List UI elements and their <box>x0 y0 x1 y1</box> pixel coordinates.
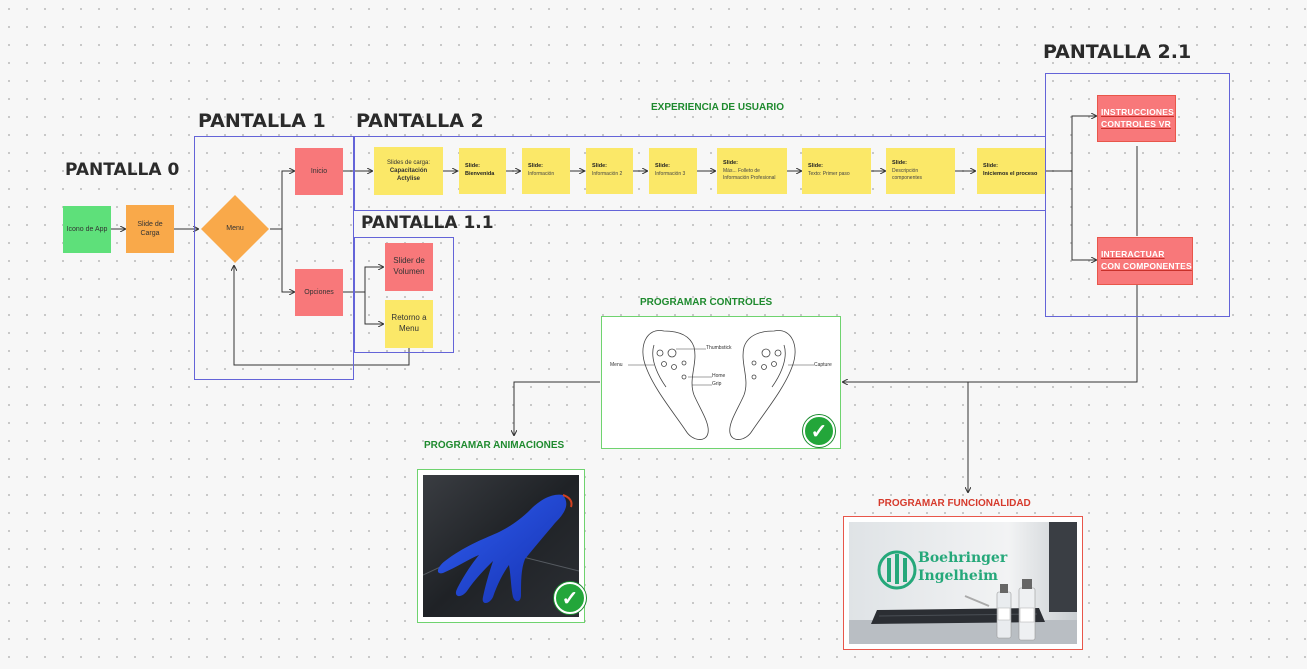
slide-line-2: Texto: Primer paso <box>808 171 850 178</box>
pantalla11-heading: PANTALLA 1.1 <box>361 213 494 233</box>
slide-line-1: Slide: <box>655 163 670 170</box>
slide-node[interactable]: Slide: Información 2 <box>586 148 633 194</box>
instrucciones-controles-node[interactable]: INSTRUCCIONES CONTROLES VR <box>1097 95 1176 142</box>
controller-label-grip: Grip <box>712 381 722 387</box>
instrucciones-label-2: CONTROLES VR <box>1101 118 1171 129</box>
programar-controles-label: PROGRAMAR CONTROLES <box>640 297 773 308</box>
check-icon: ✓ <box>554 582 586 614</box>
slide-line-3: Actylise <box>396 176 420 183</box>
slide-line-2: Iniciemos el proceso <box>983 171 1038 177</box>
slide-line-1: Slide: <box>528 163 543 170</box>
menu-label: Menu <box>226 225 244 233</box>
inicio-label: Inicio <box>310 167 328 175</box>
lab-scene-image <box>849 522 1077 644</box>
slide-line-2: Capacitación <box>389 167 428 174</box>
slide-carga-label-1: Slide de <box>137 220 163 228</box>
vr-controllers-image <box>628 330 814 440</box>
slide-node[interactable]: Slide: Información 3 <box>649 148 697 194</box>
programar-animaciones-label: PROGRAMAR ANIMACIONES <box>424 440 565 451</box>
diamond-shape <box>201 195 269 263</box>
experiencia-label: EXPERIENCIA DE USUARIO <box>651 102 784 113</box>
controller-label-thumbstick: Thumbstick <box>706 345 732 351</box>
slide-line-1: Slide: <box>723 159 738 166</box>
pantalla11-frame <box>354 237 454 353</box>
slide-line-2: Información <box>528 171 555 178</box>
icono-app-label: Icono de App <box>66 225 108 233</box>
slide-node[interactable]: Slide: Texto: Primer paso <box>802 148 871 194</box>
controller-label-capture: Capture <box>814 362 832 368</box>
icono-app-node[interactable]: Icono de App <box>63 206 111 253</box>
slide-line-3: Información Profesional <box>723 174 776 181</box>
pantalla1-heading: PANTALLA 1 <box>198 110 326 132</box>
slide-line-1: Slide: <box>808 163 823 170</box>
functionality-image-card[interactable]: Boehringer Ingelheim <box>843 516 1083 650</box>
slide-line-2: Información 2 <box>592 171 623 178</box>
animations-image-card[interactable]: ✓ <box>417 469 586 623</box>
inicio-node[interactable]: Inicio <box>295 148 343 195</box>
brand-logo-line-2: Ingelheim <box>918 568 998 584</box>
menu-decision-node[interactable]: Menu <box>200 194 270 264</box>
slide-node[interactable]: Slide: Bienvenida <box>459 148 506 194</box>
slide-carga-label-2: Carga <box>140 230 160 237</box>
pantalla1-frame <box>194 136 354 380</box>
slide-node[interactable]: Slides de carga: Capacitación Actylise <box>374 147 443 195</box>
pantalla0-heading: PANTALLA 0 <box>65 160 180 180</box>
slide-node[interactable]: Slide: Más... Folleto de Información Pro… <box>717 148 787 194</box>
controller-label-menu: Menu <box>610 362 623 368</box>
slide-line-1: Slides de carga: <box>386 159 431 166</box>
blue-hand-image <box>422 475 580 617</box>
slide-line-2: Descripción <box>892 167 919 174</box>
interactuar-label-2: CON COMPONENTES <box>1101 261 1192 271</box>
programar-funcionalidad-label: PROGRAMAR FUNCIONALIDAD <box>878 498 1031 509</box>
pantalla2-heading: PANTALLA 2 <box>356 110 484 132</box>
slide-node[interactable]: Slide: Iniciemos el proceso <box>977 148 1045 194</box>
interactuar-componentes-node[interactable]: INTERACTUAR CON COMPONENTES <box>1097 237 1193 285</box>
slide-line-1: Slide: <box>465 163 480 170</box>
slide-line-1: Slide: <box>983 163 998 170</box>
interactuar-label-1: INTERACTUAR <box>1101 249 1165 260</box>
slider-volumen-node[interactable]: Slider de Volumen <box>385 243 433 291</box>
opciones-label: Opciones <box>304 288 334 296</box>
opciones-node[interactable]: Opciones <box>295 269 343 316</box>
pantalla21-heading: PANTALLA 2.1 <box>1043 41 1192 63</box>
slide-line-3: componentes <box>892 174 923 181</box>
instrucciones-label-1: INSTRUCCIONES <box>1101 106 1174 117</box>
retorno-menu-label-2: Menu <box>398 324 419 333</box>
slide-line-2: Información 3 <box>655 171 686 178</box>
slider-volumen-label-2: Volumen <box>393 267 425 276</box>
pantalla21-frame <box>1045 73 1230 317</box>
controller-label-home: Home <box>712 373 726 379</box>
retorno-menu-node[interactable]: Retorno a Menu <box>385 300 433 348</box>
slide-line-2: Más... Folleto de <box>723 167 760 174</box>
retorno-menu-label-1: Retorno a <box>391 313 427 323</box>
brand-logo-line-1: Boehringer <box>918 550 1008 566</box>
check-icon: ✓ <box>803 415 835 447</box>
slide-carga-node[interactable]: Slide de Carga <box>126 205 174 253</box>
controllers-diagram-card[interactable]: Thumbstick Menu Capture Home Grip ✓ <box>601 316 841 449</box>
slide-line-1: Slide: <box>592 163 607 170</box>
slide-node[interactable]: Slide: Descripción componentes <box>886 148 955 194</box>
slide-node[interactable]: Slide: Información <box>522 148 570 194</box>
slide-line-2: Bienvenida <box>465 171 495 177</box>
slide-line-1: Slide: <box>892 159 907 166</box>
slider-volumen-label-1: Slider de <box>393 256 425 266</box>
